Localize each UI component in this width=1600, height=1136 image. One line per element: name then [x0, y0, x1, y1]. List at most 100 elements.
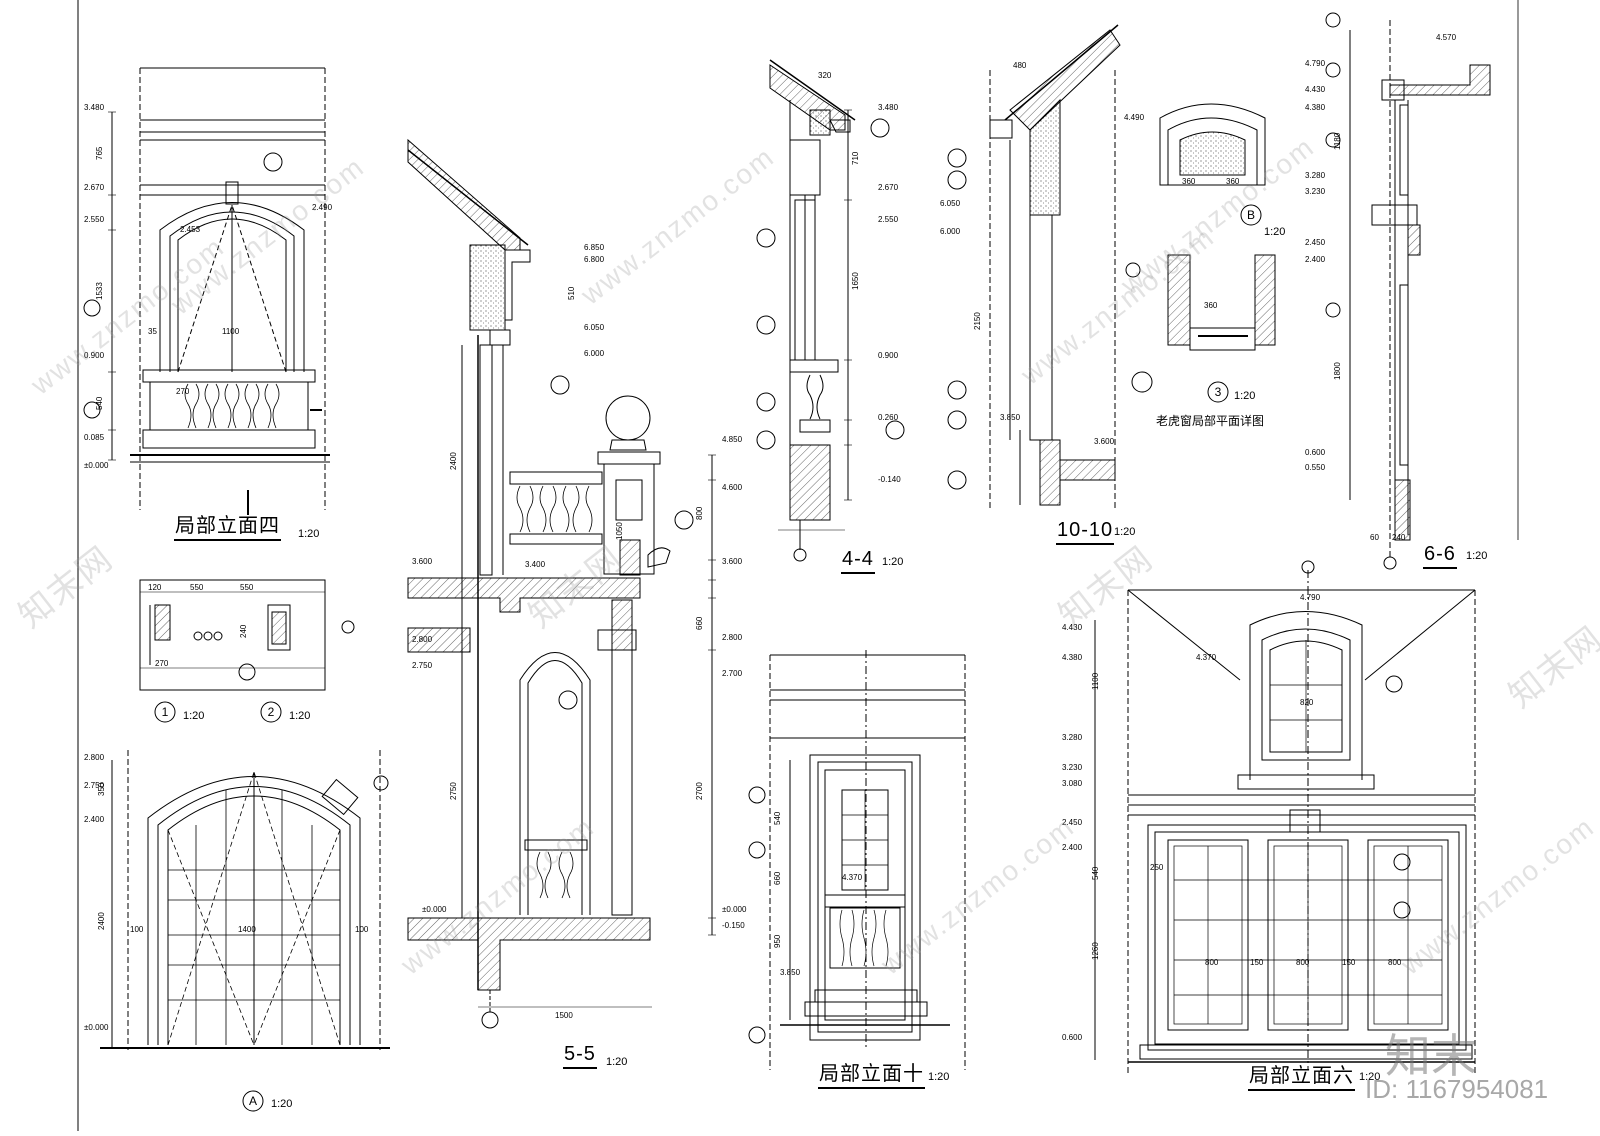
detail-1-2-drawing: [139, 579, 355, 723]
elev-2400-c: 2.400: [1305, 255, 1326, 264]
elev-0600: 0.600: [1305, 448, 1326, 457]
dim-710: 710: [851, 151, 860, 165]
elev-2550-b: 2.550: [878, 215, 899, 224]
dim-35: 35: [148, 327, 157, 336]
dim-1650: 1650: [851, 272, 860, 290]
dim-320: 320: [818, 71, 832, 80]
detail-a-marker: A: [249, 1094, 257, 1108]
elev-2400-e: 2.400: [1062, 843, 1083, 852]
elev-3400: 3.400: [525, 560, 546, 569]
elev-2453: 2.453: [180, 225, 201, 234]
elev-3480: 3.480: [84, 103, 105, 112]
elev-2550: 2.550: [84, 215, 105, 224]
elev-3280: 3.280: [1305, 171, 1326, 180]
dim-2400-s: 2400: [449, 452, 458, 470]
elev-4380-e: 4.380: [1062, 653, 1083, 662]
title-section-4-4: 4-4: [841, 548, 875, 574]
elev-2450: 2.450: [1305, 238, 1326, 247]
dim-800: 800: [695, 506, 704, 520]
elev-6000-b: 6.000: [940, 227, 961, 236]
dim-270: 270: [176, 387, 190, 396]
title-elevation-4: 局部立面四: [174, 515, 281, 541]
scale-section-4-4: 1:20: [882, 556, 904, 568]
elev-4570: 4.570: [1436, 33, 1457, 42]
detail-a-drawing: [100, 750, 390, 1112]
dim-660: 660: [695, 616, 704, 630]
dim-120: 120: [148, 583, 162, 592]
dim-2750: 2750: [449, 782, 458, 800]
dim-1400: 1400: [238, 925, 256, 934]
dim-800-a: 800: [1205, 958, 1219, 967]
elev-2750-l: 2.750: [412, 661, 433, 670]
dim-1050: 1050: [615, 522, 624, 540]
dim-350: 350: [97, 782, 106, 796]
title-section-6-6: 6-6: [1423, 543, 1457, 569]
scale-elevation-10: 1:20: [928, 1071, 950, 1083]
dim-240: 240: [239, 624, 248, 638]
elev-0900: 0.900: [84, 351, 105, 360]
elev-4790: 4.790: [1305, 59, 1326, 68]
elev-3600: 3.600: [722, 557, 743, 566]
elev-3600-l: 3.600: [412, 557, 433, 566]
scale-detail-a: 1:20: [271, 1098, 293, 1110]
elev-0000-r: ±0.000: [722, 905, 747, 914]
elev-4430: 4.430: [1305, 85, 1326, 94]
elev-0000-a: ±0.000: [84, 1023, 109, 1032]
detail-3-marker: 3: [1215, 385, 1222, 399]
dim-800-c: 800: [1388, 958, 1402, 967]
elev-6850: 6.850: [584, 243, 605, 252]
dim-1500: 1500: [555, 1011, 573, 1020]
dim-150-a: 150: [1250, 958, 1264, 967]
dim-100-a: 100: [130, 925, 144, 934]
dim-540-e6: 540: [1091, 866, 1100, 880]
elev-4600: 4.600: [722, 483, 743, 492]
elev-0900-b: 0.900: [878, 351, 899, 360]
dim-2150: 2150: [973, 312, 982, 330]
elev-2700: 2.700: [722, 669, 743, 678]
dim-540: 540: [95, 396, 104, 410]
elev-m0140: -0.140: [878, 475, 901, 484]
elev-4430-e: 4.430: [1062, 623, 1083, 632]
dim-950: 950: [773, 934, 782, 948]
elev-3850: 3.850: [1000, 413, 1021, 422]
elev-4370-e: 4.370: [1196, 653, 1217, 662]
detail-2-marker: 2: [268, 705, 275, 719]
dim-2700: 2700: [695, 782, 704, 800]
scale-section-10-10: 1:20: [1114, 526, 1136, 538]
elev-2800: 2.800: [84, 753, 105, 762]
elev-0600-e: 0.600: [1062, 1033, 1083, 1042]
dim-800-b: 800: [1296, 958, 1310, 967]
dim-820: 820: [1300, 698, 1314, 707]
dim-1800: 1800: [1333, 362, 1342, 380]
elev-0000-l: ±0.000: [422, 905, 447, 914]
elev-2400: 2.400: [84, 815, 105, 824]
detail-b-marker: B: [1247, 208, 1255, 222]
dim-765: 765: [95, 146, 104, 160]
title-elevation-6: 局部立面六: [1248, 1065, 1355, 1091]
elev-2750: 2.750: [84, 781, 105, 790]
elevation-4-drawing: [83, 67, 330, 515]
elev-4490: 4.490: [1124, 113, 1145, 122]
title-dormer-plan: 老虎窗局部平面详图: [1156, 414, 1265, 428]
elev-2670-b: 2.670: [878, 183, 899, 192]
elev-3230: 3.230: [1305, 187, 1326, 196]
dimension-labels: 3.480 2.670 2.550 2.490 2.453 0.900 0.08…: [84, 33, 1457, 1042]
scale-elevation-6: 1:20: [1359, 1071, 1381, 1083]
detail-1-marker: 1: [162, 705, 169, 719]
dim-360-c: 360: [1204, 301, 1218, 310]
dim-510: 510: [567, 286, 576, 300]
dim-1100-e: 1100: [1091, 672, 1100, 690]
dormer-detail-drawing: [1125, 103, 1276, 403]
elev-2450-e: 2.450: [1062, 818, 1083, 827]
elev-m0150: -0.150: [722, 921, 745, 930]
dim-60: 60: [1370, 533, 1379, 542]
scale-detail-b: 1:20: [1264, 226, 1286, 238]
dim-550-b: 550: [240, 583, 254, 592]
elev-0260: 0.260: [878, 413, 899, 422]
dim-360-b: 360: [1226, 177, 1240, 186]
dim-480: 480: [1013, 61, 1027, 70]
section-6-6-drawing: [1325, 12, 1491, 570]
section-4-4-drawing: [756, 59, 905, 562]
